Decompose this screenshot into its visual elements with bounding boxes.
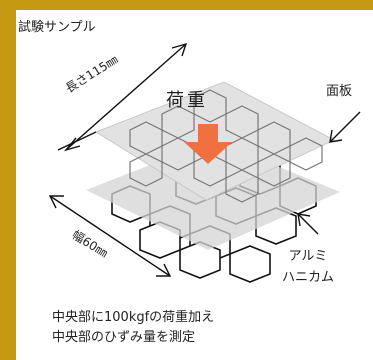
length-dimension — [57, 42, 188, 152]
honeycomb-label-line1: アルミ — [288, 249, 328, 264]
caption-line1: 中央部に100kgfの荷重加え — [52, 310, 215, 325]
honeycomb-label: アルミ ハニカム — [282, 246, 334, 288]
width-dimension — [48, 195, 172, 277]
figure-title: 試験サンプル — [18, 20, 96, 35]
load-arrow — [184, 124, 232, 164]
load-label: 荷重 — [166, 90, 208, 111]
caption-line2: 中央部のひずみ量を測定 — [52, 330, 196, 345]
caption: 中央部に100kgfの荷重加え 中央部のひずみ量を測定 — [52, 308, 214, 348]
face-plate-label: 面板 — [326, 84, 353, 99]
honeycomb-label-line2: ハニカム — [282, 270, 335, 285]
honeycomb-cells-upper — [129, 89, 323, 203]
pointer-lines — [297, 111, 361, 235]
